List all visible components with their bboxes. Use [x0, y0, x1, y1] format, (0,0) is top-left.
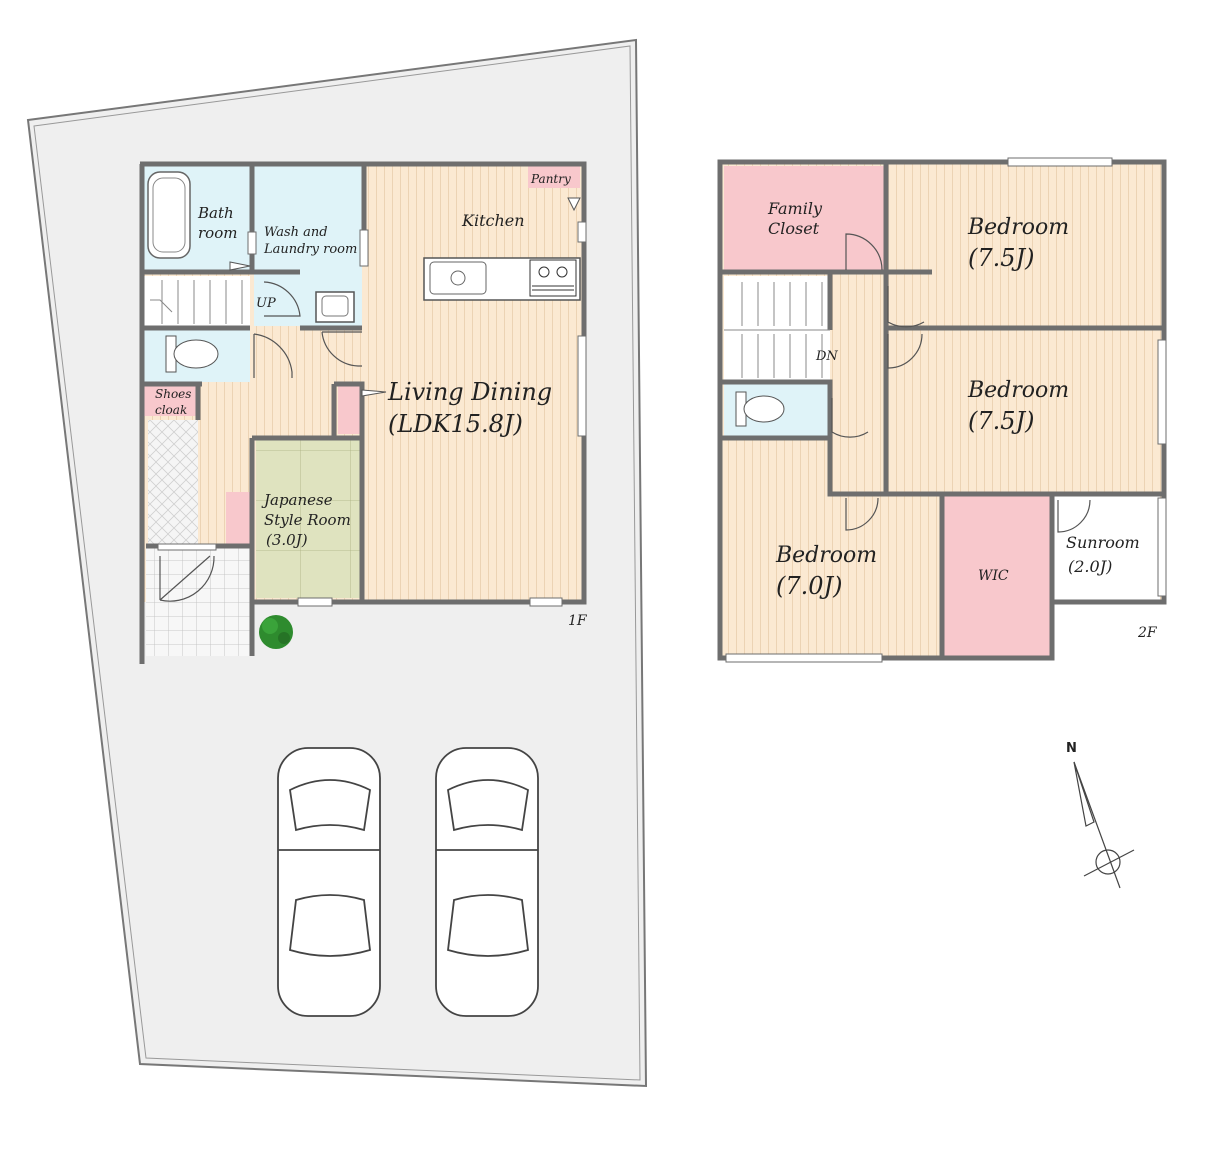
entrance-arrow-icon: [361, 389, 387, 397]
svg-text:Closet: Closet: [768, 219, 820, 238]
svg-text:cloak: cloak: [155, 403, 187, 417]
toilet-icon: [165, 335, 219, 373]
porch: [146, 548, 250, 656]
svg-text:(LDK15.8J): (LDK15.8J): [388, 410, 523, 438]
svg-text:Style Room: Style Room: [264, 511, 351, 529]
svg-text:room: room: [198, 224, 237, 242]
wic: [944, 494, 1050, 656]
wash-label: Wash and: [264, 225, 328, 240]
stairs-icon: [724, 282, 830, 378]
sunroom-label: Sunroom: [1066, 533, 1140, 552]
pantry: [528, 166, 580, 188]
kitchen-counter: [423, 257, 581, 301]
floor-1f: [139, 161, 587, 664]
dn-label: DN: [815, 349, 838, 364]
shoes-label: Shoes: [155, 387, 191, 401]
wic-label: WIC: [978, 568, 1009, 584]
japanese-style-room: [256, 440, 360, 598]
car-icon: [277, 747, 381, 1017]
kitchen-label: Kitchen: [461, 211, 525, 230]
japanese-label: Japanese: [261, 491, 333, 509]
bedroom-1-label: Bedroom: [967, 215, 1069, 240]
north-compass-icon: [1073, 761, 1135, 889]
svg-text:(2.0J): (2.0J): [1068, 557, 1112, 576]
north-label: N: [1066, 741, 1077, 756]
floor-1f-label: 1F: [568, 613, 588, 629]
up-label: UP: [256, 296, 276, 311]
shoes-cloak: [144, 386, 196, 416]
bedroom-3-label: Bedroom: [775, 543, 877, 568]
family-closet: [724, 166, 884, 270]
bath-label: Bath: [197, 204, 234, 222]
bedroom-2-label: Bedroom: [967, 378, 1069, 403]
labels: Bath room Wash and Laundry room Pantry K…: [155, 172, 1158, 756]
stove-icon: [529, 259, 577, 297]
stairs-icon: [150, 280, 243, 324]
family-closet-label: Family: [767, 199, 823, 218]
bathtub-icon: [147, 171, 191, 259]
floor-2f: [717, 157, 1212, 664]
svg-text:(7.5J): (7.5J): [968, 407, 1035, 435]
entrance-floor: [148, 420, 198, 546]
stairs-2f: [724, 276, 830, 380]
doors-1f: [159, 281, 362, 602]
svg-text:(7.0J): (7.0J): [776, 572, 843, 600]
pantry-label: Pantry: [530, 172, 571, 186]
sunroom: [1054, 496, 1160, 600]
doors-2f: [831, 233, 1091, 533]
stairs-1f: [144, 276, 250, 328]
living-label: Living Dining: [387, 378, 552, 406]
car-icon: [435, 747, 539, 1017]
tree-icon: [259, 615, 293, 649]
svg-text:(7.5J): (7.5J): [968, 244, 1035, 272]
svg-text:Laundry room: Laundry room: [263, 242, 357, 257]
toilet-icon: [735, 391, 785, 427]
floor-2f-label: 2F: [1137, 625, 1158, 641]
svg-text:(3.0J): (3.0J): [266, 531, 308, 549]
